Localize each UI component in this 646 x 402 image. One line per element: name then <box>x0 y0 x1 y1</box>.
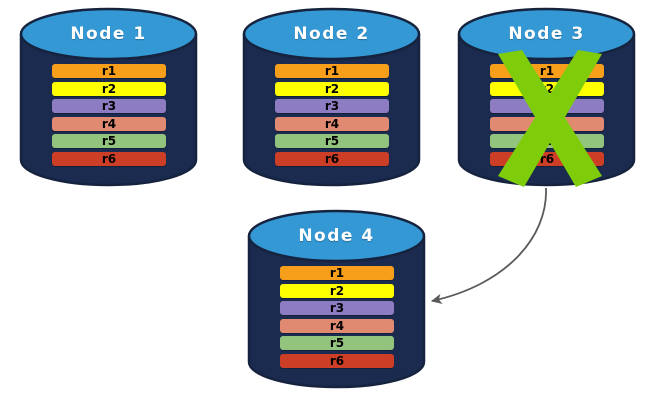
row-bar[interactable]: r6 <box>52 151 166 166</box>
cylinder-top-ellipse <box>457 7 636 61</box>
row-bar[interactable]: r6 <box>490 151 604 166</box>
cylinder-top-ellipse <box>247 209 426 263</box>
row-bar[interactable]: r3 <box>52 99 166 113</box>
row-bar[interactable]: r3 <box>490 99 604 113</box>
row-bar[interactable]: r2 <box>280 283 394 298</box>
row-bar[interactable]: r4 <box>52 116 166 131</box>
row-bar[interactable]: r3 <box>275 99 389 113</box>
row-bar[interactable]: r2 <box>490 81 604 96</box>
row-bar[interactable]: r6 <box>280 353 394 368</box>
row-bar[interactable]: r5 <box>275 134 389 148</box>
row-bar[interactable]: r4 <box>275 116 389 131</box>
cylinder-top-ellipse <box>19 7 198 61</box>
row-bar[interactable]: r4 <box>490 116 604 131</box>
row-bar[interactable]: r1 <box>490 64 604 78</box>
row-bar[interactable]: r2 <box>275 81 389 96</box>
row-bar[interactable]: r5 <box>280 336 394 350</box>
row-bar[interactable]: r3 <box>280 301 394 315</box>
cylinder-top-ellipse <box>242 7 421 61</box>
row-bar[interactable]: r1 <box>280 266 394 280</box>
row-bar[interactable]: r5 <box>490 134 604 148</box>
row-bar[interactable]: r5 <box>52 134 166 148</box>
row-bar[interactable]: r4 <box>280 318 394 333</box>
migration-arrow-path <box>430 187 547 305</box>
row-bar[interactable]: r1 <box>52 64 166 78</box>
row-bar[interactable]: r6 <box>275 151 389 166</box>
row-bar[interactable]: r2 <box>52 81 166 96</box>
row-bar[interactable]: r1 <box>275 64 389 78</box>
